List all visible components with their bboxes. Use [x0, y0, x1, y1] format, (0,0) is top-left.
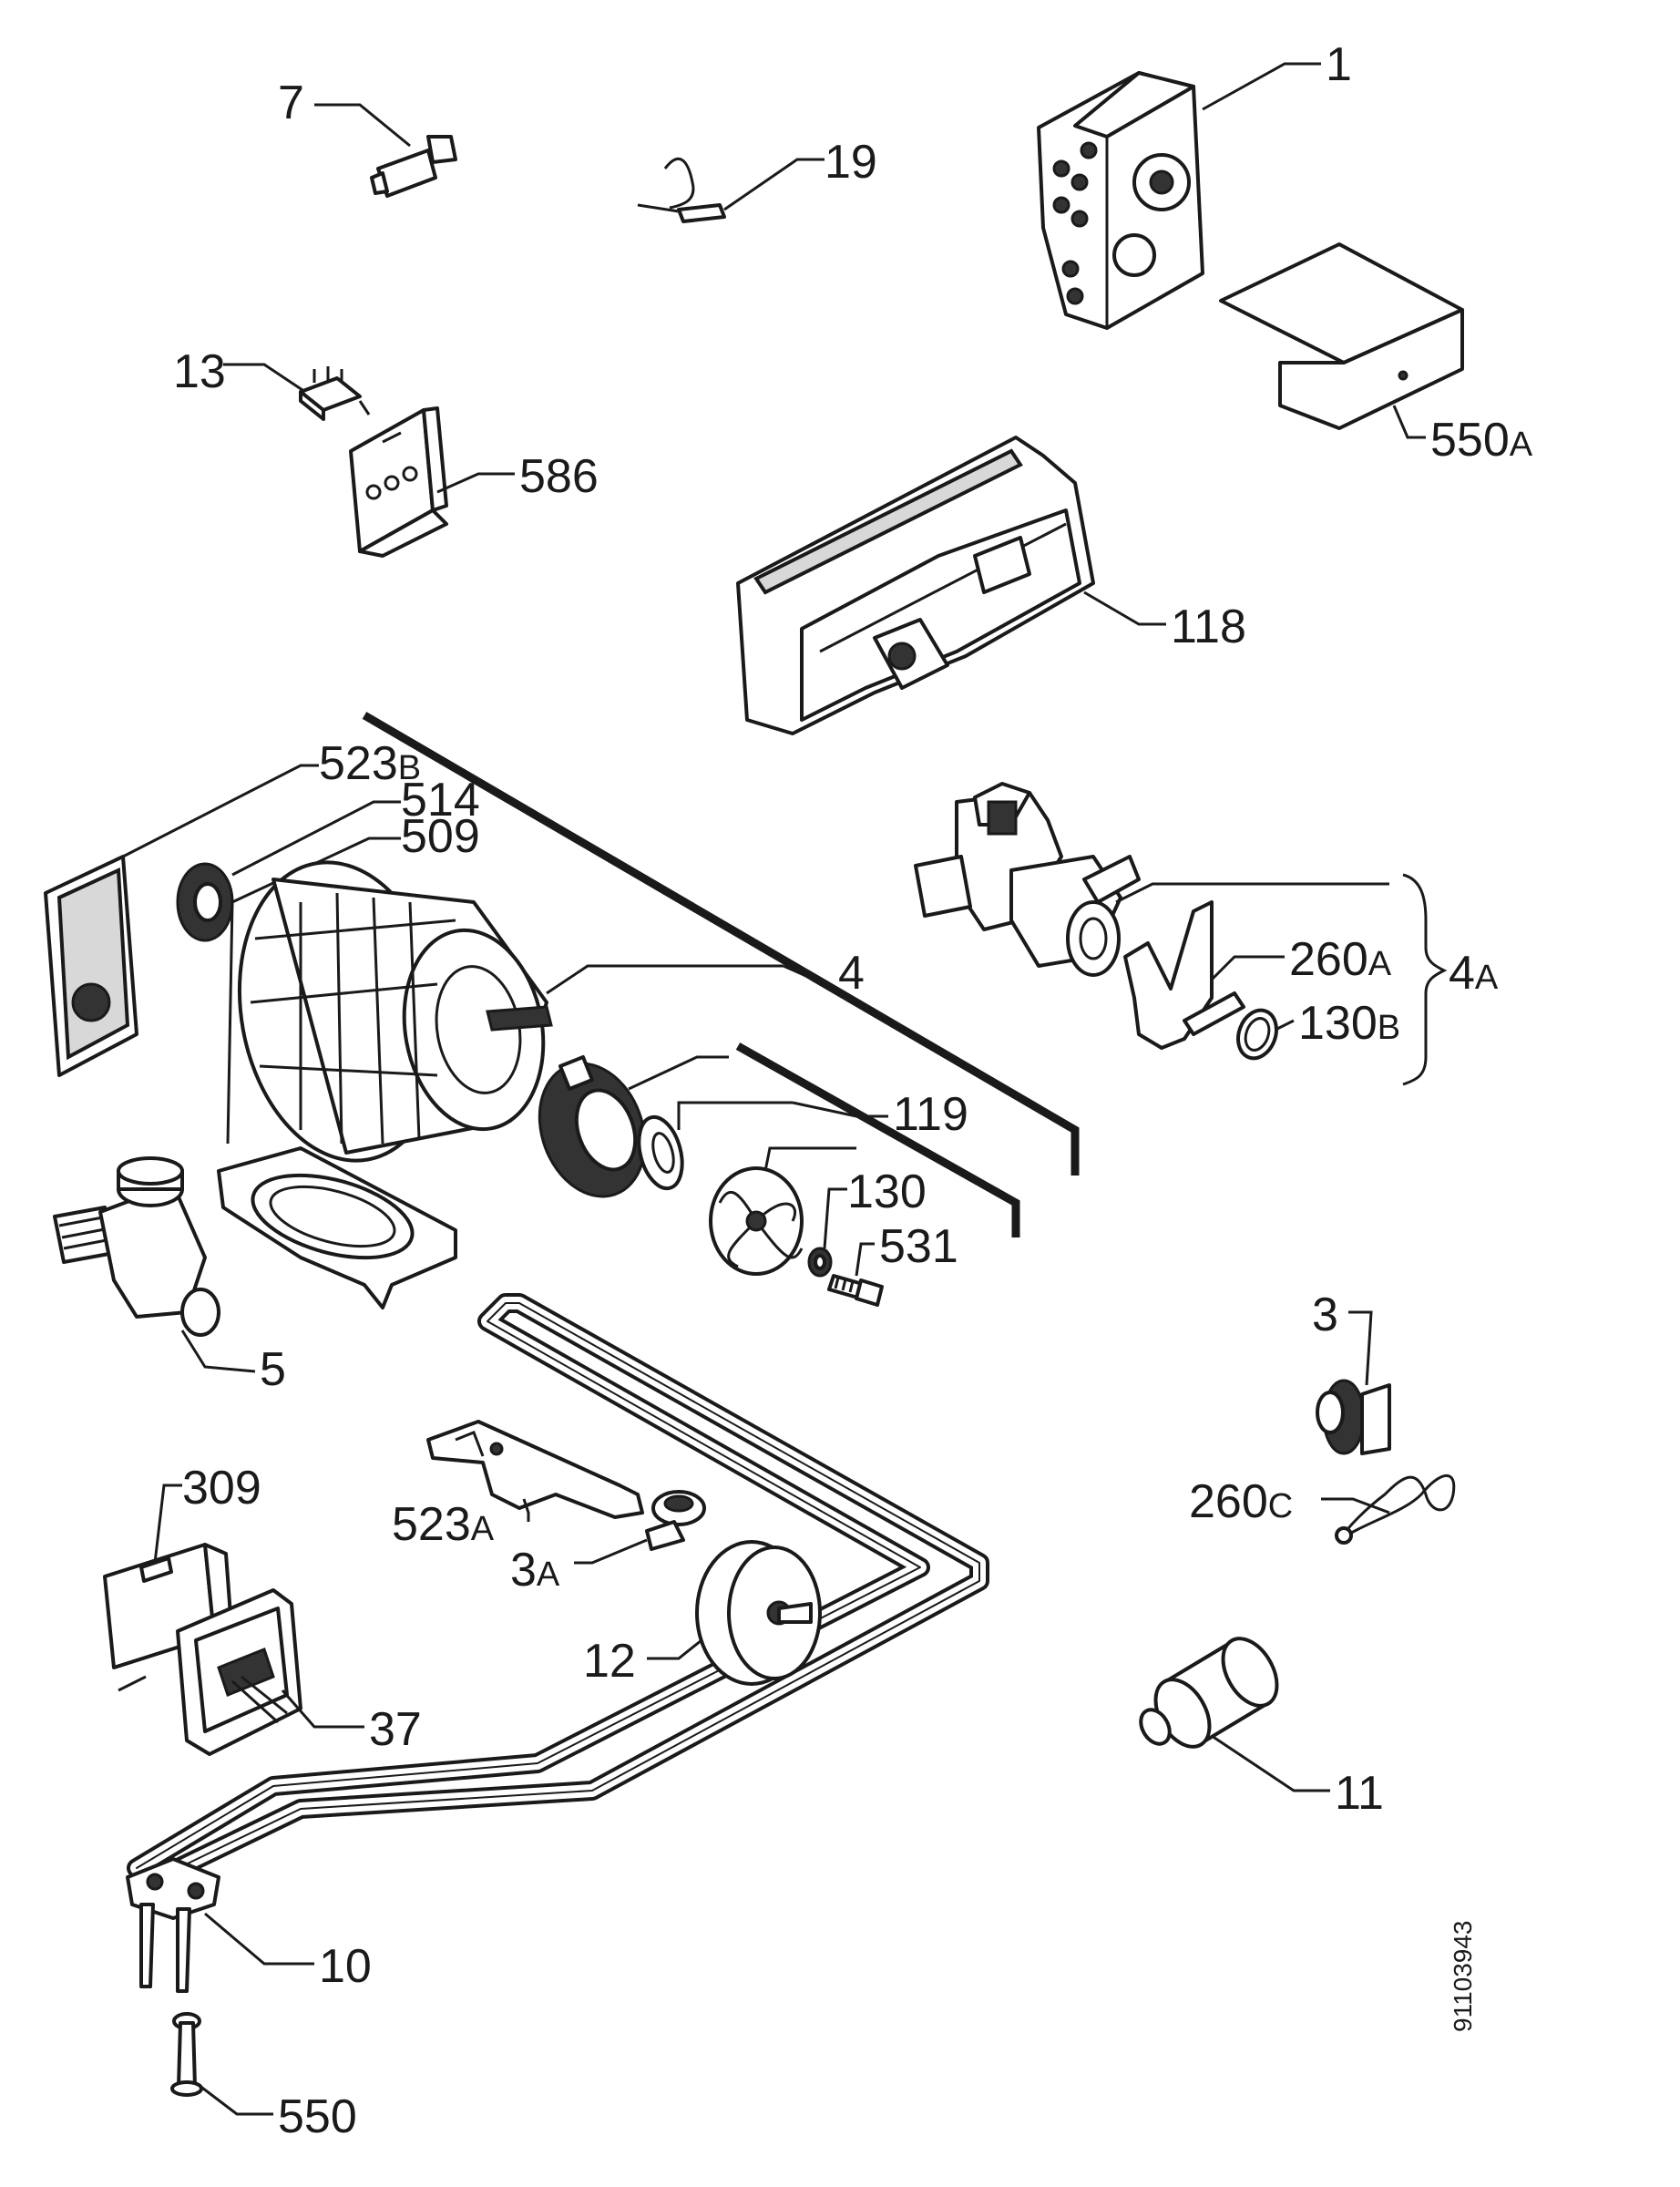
part-19-sensor: [637, 157, 825, 223]
brace-4a: [1402, 873, 1448, 1086]
label-550a: 550A: [1430, 414, 1533, 467]
part-seal-ring: [637, 1101, 793, 1191]
part-12-disc: [647, 1540, 822, 1686]
label-37: 37: [369, 1703, 422, 1756]
label-3: 3: [1312, 1289, 1338, 1341]
label-3a: 3A: [510, 1544, 560, 1597]
label-1: 1: [1326, 38, 1352, 91]
leader-119: [792, 1101, 888, 1118]
part-13-switch: [223, 363, 371, 421]
label-119: 119: [893, 1088, 968, 1141]
part-523b-panel: [44, 764, 319, 1077]
part-37-connector: [176, 1588, 364, 1756]
label-523b: 523B: [319, 737, 421, 790]
assembly-lines: [362, 712, 1080, 1237]
part-10-heater: [126, 1293, 989, 1993]
part-130-washer: [807, 1187, 847, 1278]
label-130b: 130B: [1298, 997, 1400, 1050]
label-586: 586: [519, 450, 599, 503]
part-4a-drain-pump: [914, 782, 1389, 977]
part-119-pump-housing: [538, 1055, 729, 1198]
part-550-pin: [170, 2012, 273, 2116]
part-3a-thermostat: [574, 1490, 706, 1565]
part-118-dispenser: [736, 436, 1166, 735]
part-550a-cover: [1219, 242, 1464, 439]
part-523a-lever: [426, 1420, 644, 1522]
part-11-capacitor: [1139, 1637, 1330, 1792]
label-118: 118: [1171, 601, 1246, 653]
label-309: 309: [182, 1462, 261, 1514]
part-4-motor: [237, 860, 784, 1163]
label-12: 12: [583, 1635, 636, 1688]
label-4: 4: [838, 947, 865, 1000]
label-4a: 4A: [1449, 947, 1499, 1000]
label-10: 10: [319, 1940, 372, 1993]
label-550: 550: [278, 2090, 357, 2143]
part-260a-clip: [1123, 900, 1285, 1050]
label-5: 5: [260, 1343, 286, 1396]
label-260a: 260A: [1289, 933, 1392, 986]
part-260c-clip: [1321, 1473, 1456, 1545]
label-13: 13: [173, 345, 226, 398]
part-130b-oring: [1236, 1008, 1295, 1061]
part-1-timer: [1037, 62, 1321, 330]
part-impeller: [709, 1146, 856, 1276]
label-130: 130: [847, 1165, 927, 1218]
part-586-bracket: [349, 406, 515, 558]
label-523a: 523A: [392, 1498, 495, 1551]
part-509-gasket: [217, 837, 457, 1309]
label-514: 514: [401, 774, 480, 827]
label-531: 531: [879, 1220, 958, 1273]
label-11: 11: [1335, 1767, 1384, 1820]
label-7: 7: [278, 77, 304, 129]
drawing-number: 91103943: [1449, 1921, 1477, 2033]
label-19: 19: [825, 136, 877, 189]
label-260c: 260C: [1189, 1475, 1293, 1528]
part-7-switch: [314, 103, 457, 198]
part-531-screw: [827, 1242, 884, 1307]
label-509: 509: [401, 810, 480, 863]
part-3-pressure-switch: [1316, 1310, 1391, 1455]
part-5-inlet-valve: [53, 1156, 256, 1373]
leader-4: [783, 964, 825, 986]
